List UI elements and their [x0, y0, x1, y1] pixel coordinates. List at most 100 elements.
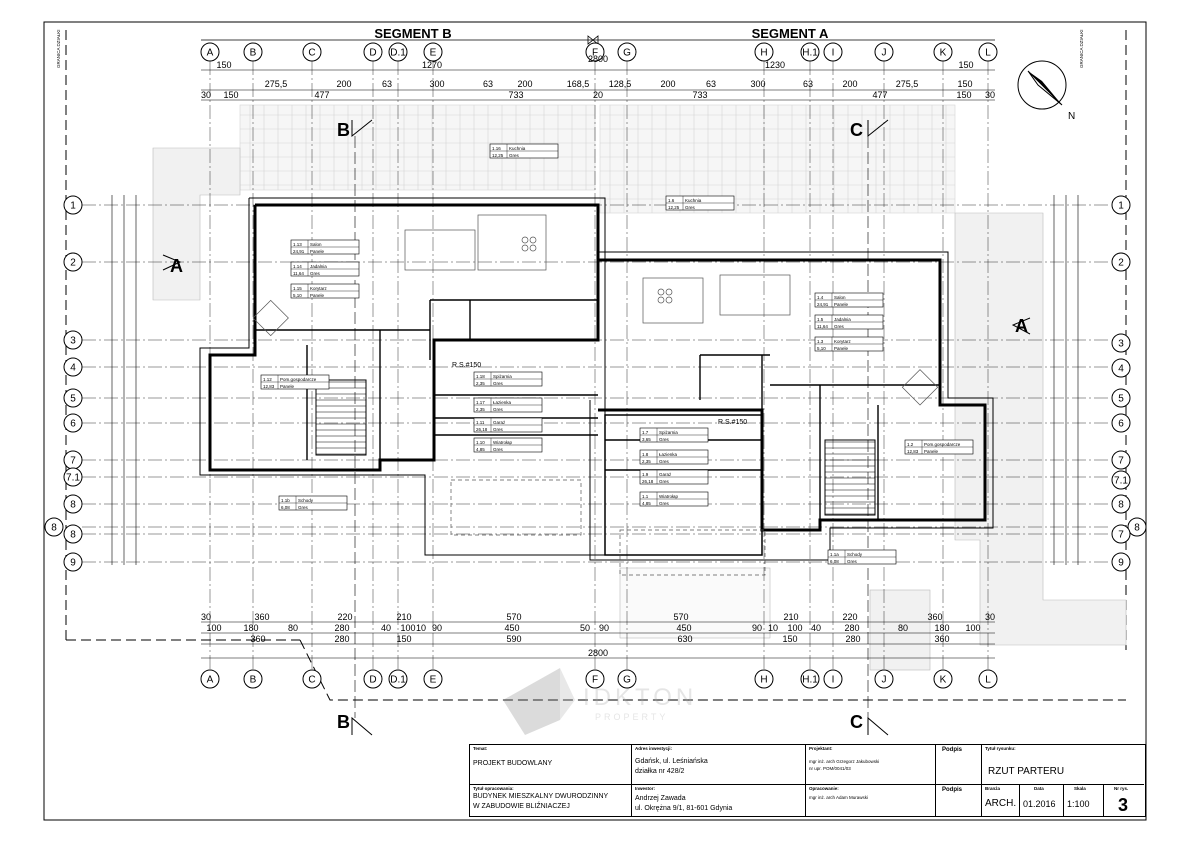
svg-text:Gres: Gres — [493, 427, 504, 432]
tb-nr-value: 3 — [1118, 795, 1129, 815]
svg-text:Spiżarnia: Spiżarnia — [493, 374, 512, 379]
svg-text:2800: 2800 — [588, 648, 608, 658]
svg-text:1.1: 1.1 — [642, 494, 649, 499]
svg-text:1.3: 1.3 — [817, 339, 824, 344]
section-mark-a-left: A — [170, 256, 183, 276]
svg-text:F: F — [592, 48, 598, 59]
column-axis-bottom-l: L — [978, 669, 998, 689]
column-axis-bottom-d: D — [363, 669, 383, 689]
watermark-brand: IDKTON — [583, 684, 697, 711]
section-mark-a-right: A — [1015, 316, 1028, 336]
svg-text:450: 450 — [676, 623, 691, 633]
svg-text:Salon: Salon — [834, 295, 846, 300]
svg-text:3: 3 — [1118, 339, 1124, 350]
tb-inwestor-1: Andrzej Zawada — [635, 795, 686, 802]
svg-text:50: 50 — [580, 623, 590, 633]
svg-text:Łazienka: Łazienka — [659, 452, 678, 457]
svg-text:9: 9 — [70, 558, 76, 569]
tb-projektant-label: Projektant: — [809, 746, 833, 751]
svg-text:220: 220 — [337, 612, 352, 622]
svg-text:A: A — [207, 675, 214, 686]
tb-tytul-rys-label: Tytuł rysunku: — [985, 746, 1016, 751]
svg-text:100: 100 — [206, 623, 221, 633]
svg-text:280: 280 — [334, 634, 349, 644]
svg-text:G: G — [623, 48, 631, 59]
dimension-chains-bottom — [201, 621, 995, 659]
svg-text:6: 6 — [70, 419, 76, 430]
column-axis-top-e: E — [423, 42, 443, 62]
svg-text:Gres: Gres — [493, 381, 504, 386]
column-axis-top-g: G — [617, 42, 637, 62]
tb-branza: Branża ARCH. — [982, 785, 1020, 816]
tb-data: Data 01.2016 — [1020, 785, 1064, 816]
svg-text:1.8: 1.8 — [642, 452, 649, 457]
row-axis-left-11: 8 — [63, 524, 83, 544]
svg-text:5,10: 5,10 — [293, 293, 302, 298]
svg-text:8: 8 — [1134, 523, 1140, 534]
svg-text:63: 63 — [382, 79, 392, 89]
svg-text:200: 200 — [336, 79, 351, 89]
title-block: Temat: PROJEKT BUDOWLANY Tytuł opracowan… — [469, 744, 1146, 817]
column-axis-top-j: J — [874, 42, 894, 62]
row-axis-right-3: 3 — [1111, 333, 1131, 353]
svg-text:H: H — [760, 675, 767, 686]
svg-text:275,5: 275,5 — [896, 79, 919, 89]
tb-nr: Nr rys. 3 — [1104, 785, 1144, 816]
tb-tytul-opr-1: BUDYNEK MIESZKALNY DWURODZINNY — [473, 793, 609, 800]
svg-text:63: 63 — [706, 79, 716, 89]
svg-text:D.1: D.1 — [390, 48, 406, 59]
column-axis-bottom-h: H — [754, 669, 774, 689]
segment-a-label: SEGMENT A — [752, 26, 829, 41]
svg-text:4,85: 4,85 — [642, 501, 651, 506]
svg-text:11,64: 11,64 — [817, 324, 828, 329]
column-axis-top-i: I — [823, 42, 843, 62]
tb-temat: Temat: PROJEKT BUDOWLANY — [470, 745, 632, 785]
row-axis-left-6: 6 — [63, 413, 83, 433]
svg-text:D.1: D.1 — [390, 675, 406, 686]
svg-text:Panele: Panele — [834, 346, 849, 351]
svg-text:150: 150 — [956, 90, 971, 100]
row-axis-left-10: 8 — [44, 517, 64, 537]
svg-text:G: G — [623, 675, 631, 686]
dimension-chains-top — [201, 69, 995, 101]
walls-segment-a — [589, 251, 994, 561]
svg-text:30: 30 — [201, 90, 211, 100]
svg-text:570: 570 — [673, 612, 688, 622]
svg-text:Panele: Panele — [834, 302, 849, 307]
svg-text:1.11: 1.11 — [476, 420, 485, 425]
svg-text:1.1b: 1.1b — [281, 498, 290, 503]
svg-text:5,10: 5,10 — [817, 346, 826, 351]
section-markers: B C A A B C — [162, 119, 1031, 736]
svg-text:1.2: 1.2 — [907, 442, 914, 447]
tb-opracowanie-value: mgr inż. arch Adam Murawski — [809, 795, 869, 800]
tb-adres: Adres inwestycji: Gdańsk, ul. Leśniańska… — [632, 745, 806, 785]
row-axis-right-5: 5 — [1111, 388, 1131, 408]
svg-text:3: 3 — [70, 336, 76, 347]
svg-text:Gres: Gres — [509, 153, 520, 158]
row-axis-right-7: 7 — [1111, 450, 1131, 470]
svg-text:90: 90 — [752, 623, 762, 633]
column-axis-top-a: A — [200, 42, 220, 62]
svg-text:4,85: 4,85 — [476, 447, 485, 452]
svg-text:275,5: 275,5 — [265, 79, 288, 89]
svg-text:Gres: Gres — [834, 324, 845, 329]
svg-text:100: 100 — [965, 623, 980, 633]
column-axis-bottom-e: E — [423, 669, 443, 689]
tb-branza-label: Branża — [985, 786, 1001, 791]
tb-skala-label: Skala — [1074, 786, 1086, 791]
svg-text:1: 1 — [1118, 201, 1124, 212]
column-axis-top-d-1: D.1 — [388, 42, 408, 62]
north-arrow: N — [1017, 60, 1075, 122]
tb-nr-label: Nr rys. — [1114, 786, 1129, 791]
svg-text:1.5: 1.5 — [817, 317, 824, 322]
svg-text:2,35: 2,35 — [476, 381, 485, 386]
svg-text:733: 733 — [692, 90, 707, 100]
